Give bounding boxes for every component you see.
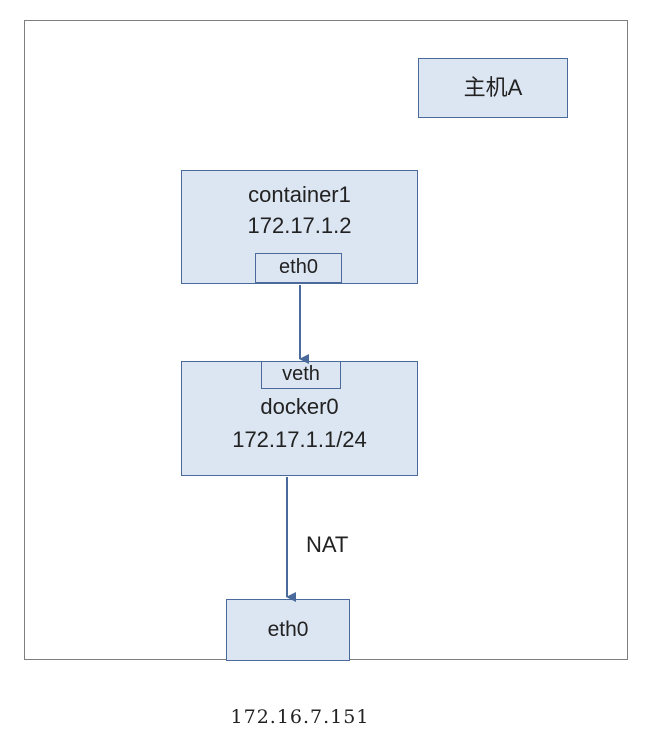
host-ip-caption: 172.16.7.151 [230,706,370,728]
container-name: container1 [248,182,351,207]
host-eth0-label: eth0 [267,618,309,641]
nat-label: NAT [306,532,349,557]
docker0-bridge-box: veth docker0 172.17.1.1/24 [181,361,418,476]
container-eth0-port: eth0 [255,253,342,283]
host-eth0-box: eth0 [226,599,350,661]
veth-port: veth [261,361,341,389]
bridge-ip: 172.17.1.1/24 [232,427,367,452]
host-label: 主机A [463,75,523,100]
bridge-name: docker0 [260,394,339,419]
veth-label: veth [282,363,320,385]
container-box: container1 172.17.1.2 eth0 [181,170,418,284]
container-eth0-label: eth0 [279,256,318,278]
host-frame [24,20,628,660]
container-ip: 172.17.1.2 [247,213,352,238]
host-label-box: 主机A [418,58,568,118]
